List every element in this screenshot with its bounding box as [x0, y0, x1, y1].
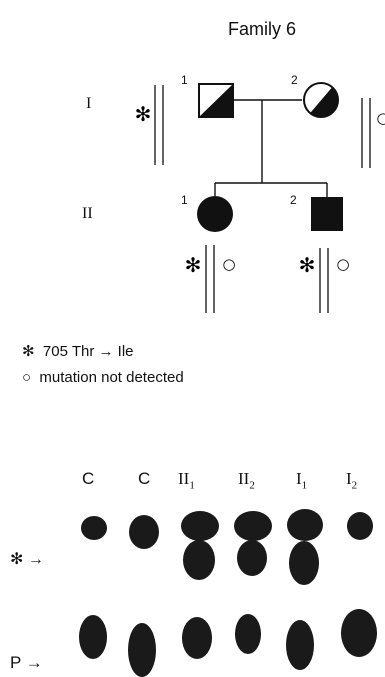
marker-arrow-icon: → — [25, 653, 43, 672]
legend-not-detected: ○ mutation not detected — [22, 370, 184, 385]
pedigree-ii1-female-circle — [197, 196, 233, 232]
individual-number-ii2: 2 — [290, 193, 297, 207]
gel-lane-label-ii2: II2 — [238, 469, 255, 492]
figure-title: Family 6 — [228, 19, 297, 39]
allele-ii1-right: ○ — [222, 255, 235, 273]
pedigree-ii2-male-square — [311, 197, 343, 231]
band-c2-p — [128, 623, 156, 677]
band-ii1-mutant — [183, 540, 215, 580]
generation-label-i: I — [86, 95, 92, 112]
allele-ii2-right: ○ — [336, 255, 349, 273]
allele-i1-left: ✻ — [135, 102, 152, 126]
allele-i2-right: ○ — [376, 109, 385, 127]
band-c1-p — [79, 615, 107, 659]
gel-marker-p: P → — [10, 654, 43, 671]
legend-not-detected-text: mutation not detected — [39, 369, 184, 386]
allele-lines — [154, 85, 371, 313]
band-i1-mutant — [289, 541, 319, 585]
band-i1-upper — [287, 509, 323, 541]
band-c1-upper — [81, 516, 107, 540]
band-ii2-p — [235, 614, 261, 654]
gel-bands-p-row — [79, 609, 377, 677]
legend-mutation-text: 705 Thr → Ile — [42, 343, 134, 360]
individual-number-i2: 2 — [291, 73, 298, 87]
band-ii2-upper — [234, 511, 272, 541]
individual-number-i1: 1 — [181, 73, 188, 87]
gel-lane-label-i2: I2 — [346, 469, 358, 492]
gel-lane-label-i1: I1 — [296, 469, 308, 492]
pedigree-i2-female-circle — [303, 82, 339, 118]
marker-p-label: P — [10, 653, 22, 672]
band-i1-p — [286, 620, 314, 670]
legend-circle-icon: ○ — [22, 369, 32, 386]
gel-lane-label-ii1: II1 — [178, 469, 195, 492]
allele-ii2-left: ✻ — [299, 253, 316, 277]
generation-label-ii: II — [82, 205, 93, 222]
band-i2-upper — [347, 512, 373, 540]
allele-ii1-left: ✻ — [185, 253, 202, 277]
band-i2-p — [341, 609, 377, 657]
marker-asterisk-icon: ✻ — [10, 551, 24, 568]
gel-marker-mutation: ✻ → — [10, 552, 44, 568]
legend-asterisk-icon: ✻ — [22, 343, 35, 360]
gel-lane-label-c2: C — [138, 469, 151, 488]
marker-arrow-icon: → — [27, 551, 44, 568]
pedigree-i1-male-square — [198, 83, 234, 118]
band-ii1-upper — [181, 511, 219, 541]
band-c2-upper — [129, 515, 159, 549]
gel-bands-mutation-row — [81, 509, 373, 585]
band-ii2-mutant — [237, 540, 267, 576]
individual-number-ii1: 1 — [181, 193, 188, 207]
legend-mutation: ✻ 705 Thr → Ile — [22, 344, 134, 359]
band-ii1-p — [182, 617, 212, 659]
gel-lane-label-c1: C — [82, 469, 95, 488]
